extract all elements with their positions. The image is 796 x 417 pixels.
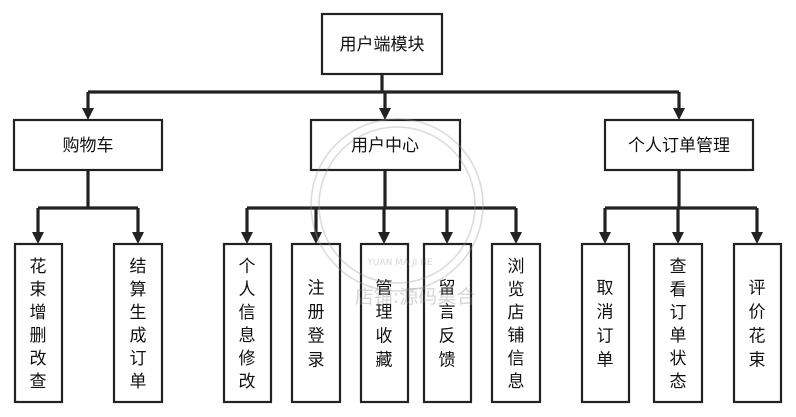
leaf-node-browse-store: 浏览店铺信息 bbox=[490, 242, 542, 404]
leaf-node-cancel-order: 取消订单 bbox=[580, 242, 631, 404]
root-label: 用户端模块 bbox=[340, 35, 425, 55]
arrowhead-leaf-1-4 bbox=[510, 232, 522, 244]
group-label-user-center: 用户中心 bbox=[351, 136, 419, 156]
group-node-shopping-cart: 购物车 bbox=[12, 118, 164, 172]
group-node-user-center: 用户中心 bbox=[309, 118, 462, 172]
arrowhead-group-2 bbox=[673, 108, 685, 120]
leaf-label-checkout: 结算生成订单 bbox=[130, 257, 147, 392]
leaf-label-browse-store: 浏览店铺信息 bbox=[508, 257, 525, 392]
arrowhead-leaf-1-0 bbox=[241, 232, 253, 244]
arrowhead-leaf-0-1 bbox=[132, 232, 144, 244]
connector-lines bbox=[32, 74, 763, 244]
leaf-node-feedback: 留言反馈 bbox=[422, 242, 473, 404]
group-label-shopping-cart: 购物车 bbox=[63, 136, 114, 156]
leaf-node-review-flowers: 评价花束 bbox=[732, 242, 783, 404]
group-label-order-management: 个人订单管理 bbox=[628, 136, 730, 156]
leaf-label-register-login: 注册登录 bbox=[308, 279, 325, 371]
group-node-order-management: 个人订单管理 bbox=[603, 118, 755, 172]
arrowhead-leaf-1-3 bbox=[441, 232, 453, 244]
leaf-label-feedback: 留言反馈 bbox=[439, 279, 456, 371]
leaf-node-register-login: 注册登录 bbox=[290, 242, 342, 404]
leaf-node-flower-crud: 花束增删改查 bbox=[13, 242, 64, 404]
leaf-node-favorites: 管理收藏 bbox=[359, 242, 410, 404]
leaf-label-cancel-order: 取消订单 bbox=[597, 279, 614, 371]
leaf-label-review-flowers: 评价花束 bbox=[749, 279, 766, 371]
leaf-label-profile-edit: 个人信息修改 bbox=[239, 257, 256, 392]
leaf-node-order-status: 查看订单状态 bbox=[652, 242, 704, 404]
watermark: YUAN MA JI HE 店铺:源码集合 bbox=[310, 118, 484, 308]
arrowhead-leaf-2-0 bbox=[599, 232, 611, 244]
root-node: 用户端模块 bbox=[320, 12, 444, 76]
leaf-label-order-status: 查看订单状态 bbox=[670, 257, 687, 392]
leaf-label-favorites: 管理收藏 bbox=[376, 279, 393, 371]
leaf-node-checkout: 结算生成订单 bbox=[112, 242, 164, 404]
watermark-text-latin: YUAN MA JI HE bbox=[366, 258, 433, 268]
arrowhead-leaf-0-0 bbox=[32, 232, 44, 244]
arrowhead-leaf-2-1 bbox=[672, 232, 684, 244]
arrowhead-group-1 bbox=[379, 108, 391, 120]
arrowhead-leaf-1-2 bbox=[378, 232, 390, 244]
arrowhead-leaf-1-1 bbox=[310, 232, 322, 244]
arrowhead-group-0 bbox=[82, 108, 94, 120]
arrowhead-leaf-2-2 bbox=[751, 232, 763, 244]
watermark-text-store: 店铺:源码集合 bbox=[355, 286, 475, 308]
leaf-node-profile-edit: 个人信息修改 bbox=[222, 242, 273, 404]
leaf-label-flower-crud: 花束增删改查 bbox=[30, 257, 47, 392]
